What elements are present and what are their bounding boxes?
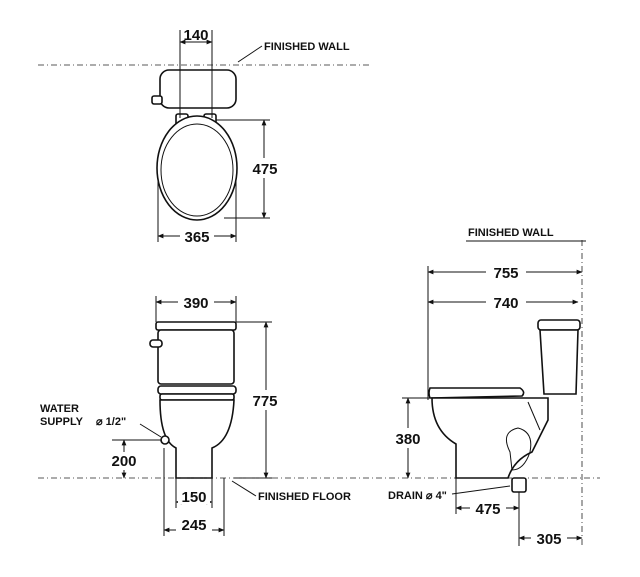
dim-front-supply-height: 200 [111, 453, 136, 470]
side-bowl [431, 397, 549, 479]
dim-side-seat-height: 380 [395, 431, 420, 448]
side-drain-outlet [511, 477, 527, 493]
finished-wall-leader-top [237, 45, 263, 63]
dim-front-tank-width: 390 [183, 295, 208, 312]
dim-top-inlet-spacing: 140 [183, 27, 208, 44]
front-seat [157, 385, 237, 395]
top-lid-rim [160, 123, 234, 217]
dim-front-foot-width: 245 [181, 517, 206, 534]
front-view: 390 775 WATER SUPPLY ⌀ 1/2" 200 150 [40, 294, 282, 536]
finished-floor-leader [231, 480, 257, 497]
dim-side-depth: 740 [493, 295, 518, 312]
drain-label: DRAIN ⌀ 4" [388, 490, 447, 502]
dim-side-overall-depth: 755 [493, 265, 518, 282]
dim-side-drain-to-front: 475 [475, 501, 500, 518]
water-supply-size: ⌀ 1/2" [96, 416, 126, 428]
dim-side-rough-in: 305 [536, 531, 561, 548]
front-seat-rim [159, 393, 235, 401]
dim-front-base-width: 150 [181, 489, 206, 506]
water-supply-valve [160, 435, 170, 445]
front-flush-lever [149, 339, 163, 348]
front-bowl [159, 399, 235, 479]
water-supply-label-line2: SUPPLY [40, 416, 84, 428]
finished-wall-label-top: FINISHED WALL [264, 41, 350, 53]
finished-wall-label-side: FINISHED WALL [468, 227, 554, 239]
front-tank-lid [155, 321, 237, 331]
top-flush-lever [151, 95, 163, 105]
dim-front-total-height: 775 [252, 393, 277, 410]
front-tank [157, 329, 235, 385]
side-tank [539, 329, 579, 395]
dim-top-bowl-length: 475 [252, 161, 277, 178]
top-seat [156, 115, 238, 221]
top-view: FINISHED WALL 140 475 365 [38, 27, 370, 246]
side-trapway [505, 427, 532, 471]
top-tank [159, 69, 237, 109]
water-supply-label-line1: WATER [40, 403, 79, 415]
finished-floor-label: FINISHED FLOOR [258, 491, 351, 503]
side-seat [428, 387, 525, 399]
dim-top-width: 365 [184, 229, 209, 246]
side-view: FINISHED WALL 755 740 380 DRAIN ⌀ 4" [388, 227, 586, 548]
side-tank-lid [537, 319, 581, 331]
